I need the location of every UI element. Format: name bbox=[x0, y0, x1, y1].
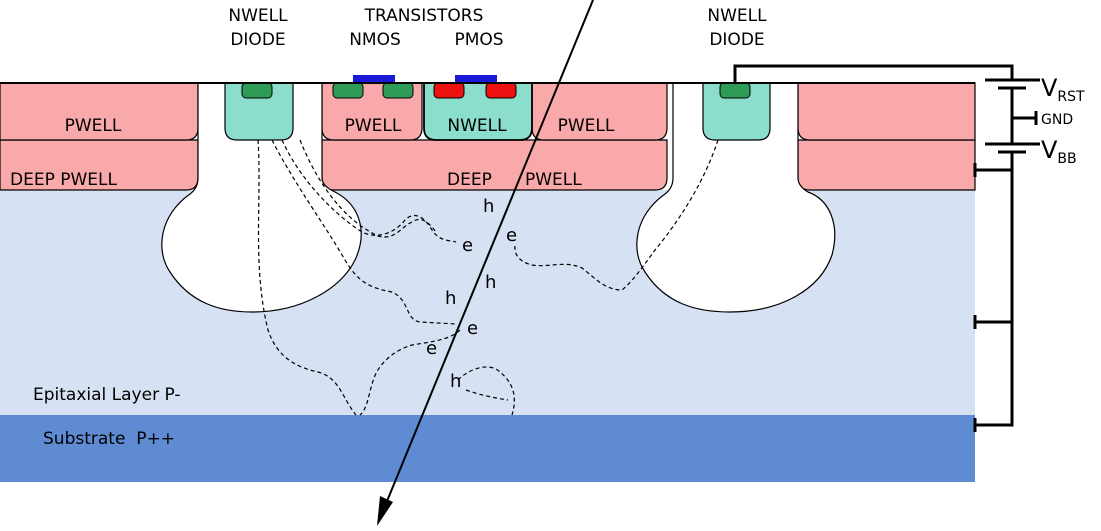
diffusion-path-7 bbox=[465, 389, 509, 401]
diode-contact-right bbox=[719, 82, 751, 99]
particle-track-arrowhead bbox=[377, 496, 393, 526]
nmos-drain-contact bbox=[382, 82, 414, 99]
pwell-right bbox=[797, 82, 976, 141]
diode-contact-left bbox=[241, 82, 273, 99]
wire-diode-right bbox=[733, 64, 1014, 83]
deep-pwell-center bbox=[321, 139, 668, 191]
label-nwell-diode-left-2: DIODE bbox=[230, 30, 285, 50]
carrier-hole-4: h bbox=[450, 371, 461, 392]
label-epitaxial-layer: Epitaxial Layer P- bbox=[33, 385, 180, 405]
label-nwell-diode-right-2: DIODE bbox=[709, 30, 764, 50]
diffusion-path-8 bbox=[514, 139, 719, 291]
substrate-layer bbox=[0, 415, 975, 482]
nwell-diode-left bbox=[224, 82, 294, 141]
pwell-right-of-nwell bbox=[531, 82, 668, 141]
diffusion-path-5 bbox=[359, 329, 461, 416]
label-deep-pwell-center-2: PWELL bbox=[525, 170, 582, 190]
carrier-electron-3: e bbox=[467, 318, 478, 339]
label-transistors: TRANSISTORS bbox=[364, 6, 484, 26]
nmos-source-contact bbox=[332, 82, 364, 99]
label-pwell-right-of-nwell: PWELL bbox=[558, 116, 615, 136]
label-pwell-left: PWELL bbox=[65, 116, 122, 136]
depletion-region-right bbox=[636, 83, 836, 313]
label-v-bb: VBB bbox=[1041, 136, 1077, 167]
diffusion-path-6 bbox=[457, 366, 515, 416]
pmos-drain-contact bbox=[485, 82, 517, 99]
label-nmos: NMOS bbox=[349, 30, 401, 50]
label-substrate: Substrate P++ bbox=[43, 429, 175, 449]
carrier-electron-4: e bbox=[426, 338, 437, 359]
diffusion-path-3 bbox=[281, 139, 457, 243]
pmos-source-contact bbox=[433, 82, 465, 99]
carrier-electron-2: e bbox=[506, 225, 517, 246]
label-deep-pwell-left: DEEP PWELL bbox=[10, 170, 118, 190]
deep-pwell-right bbox=[797, 139, 976, 191]
depletion-region-left bbox=[161, 83, 362, 313]
label-nwell-pmos: NWELL bbox=[447, 116, 507, 136]
carrier-hole-3: h bbox=[445, 288, 456, 309]
label-pwell-nmos: PWELL bbox=[345, 116, 402, 136]
label-gnd: GND bbox=[1041, 112, 1073, 128]
nwell-diode-right bbox=[702, 82, 771, 141]
label-v-rst: VRST bbox=[1041, 74, 1085, 105]
diffusion-path-1 bbox=[257, 139, 357, 416]
pmos-gate bbox=[455, 75, 497, 82]
label-nwell-diode-left-1: NWELL bbox=[228, 6, 288, 26]
label-nwell-diode-right-1: NWELL bbox=[707, 6, 767, 26]
carrier-hole-1: h bbox=[483, 196, 494, 217]
label-deep-pwell-center-1: DEEP bbox=[447, 170, 492, 190]
nmos-gate bbox=[353, 75, 395, 82]
diffusion-path-4 bbox=[299, 139, 437, 238]
wire-vbb-bus bbox=[975, 152, 1014, 427]
carrier-electron-1: e bbox=[462, 235, 473, 256]
particle-track bbox=[384, 0, 594, 507]
carrier-hole-2: h bbox=[485, 272, 496, 293]
label-pmos: PMOS bbox=[454, 30, 503, 50]
diffusion-path-2 bbox=[271, 139, 457, 325]
